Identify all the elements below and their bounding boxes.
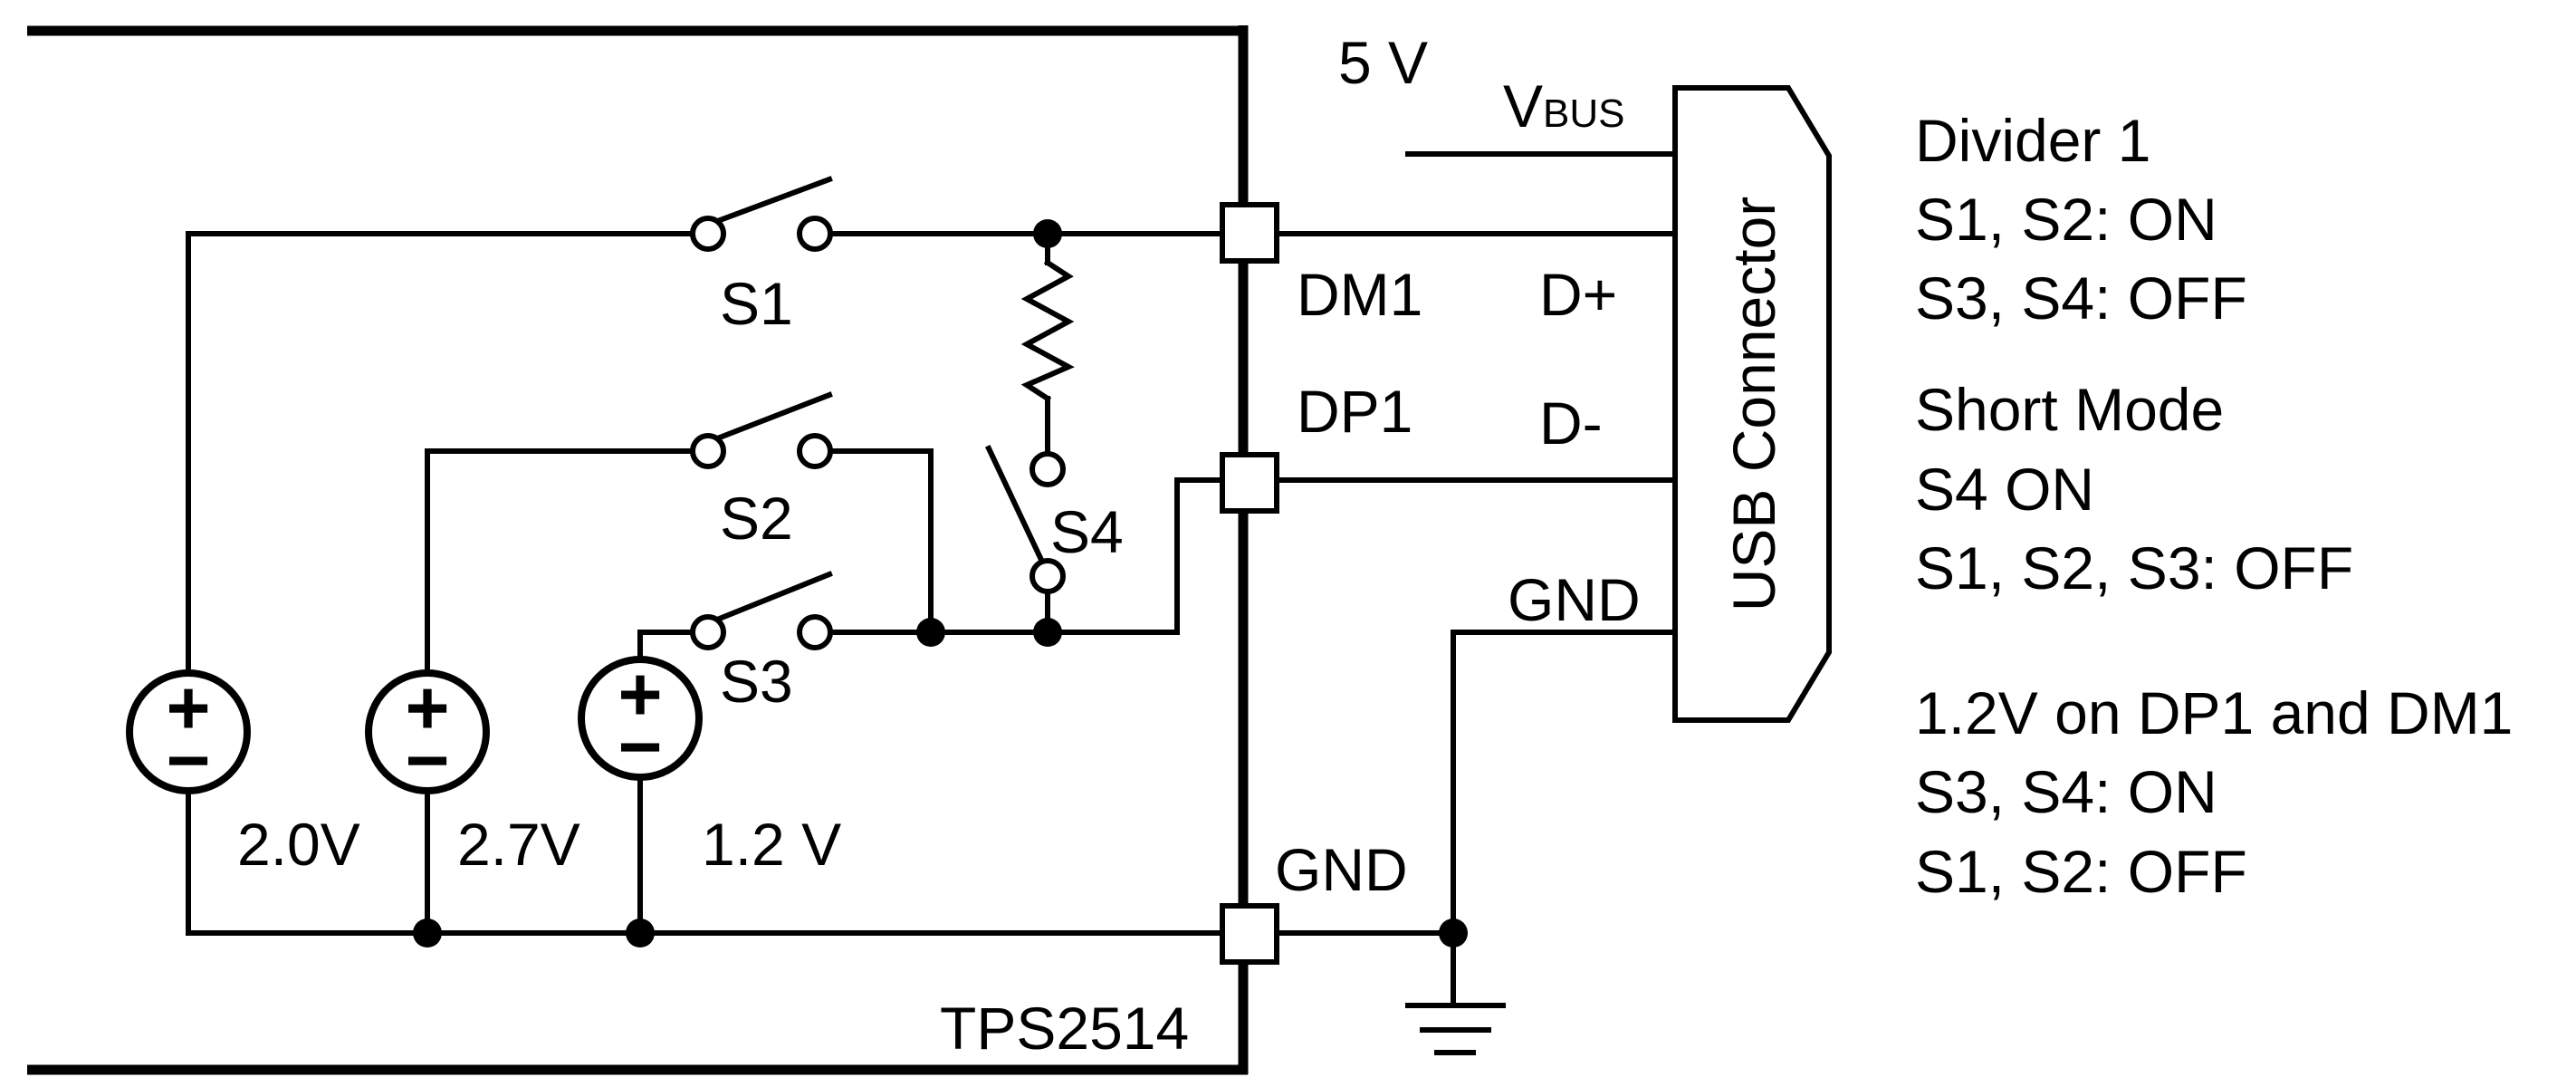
source-label-2v7: 2.7V: [457, 811, 580, 878]
connector-label-d-minus: D-: [1539, 390, 1603, 457]
svg-text:−: −: [166, 717, 210, 803]
note-divider-line1: S1, S2: ON: [1915, 186, 2217, 253]
wires: [186, 151, 1678, 1008]
switch-label-s2: S2: [720, 485, 793, 552]
switch-label-s1: S1: [720, 270, 793, 337]
note-divider-title: Divider 1: [1915, 107, 2150, 174]
svg-text:−: −: [618, 704, 662, 789]
chip-boundary: [27, 25, 1249, 1075]
source-label-1v2: 1.2 V: [702, 811, 841, 878]
voltage-source-2v7: + −: [365, 665, 490, 803]
svg-text:+: +: [618, 651, 662, 736]
note-1v2-line2: S1, S2: OFF: [1915, 838, 2247, 905]
pin-dp1: [1220, 452, 1279, 514]
note-1v2-line1: S3, S4: ON: [1915, 758, 2217, 825]
vbus-label: VBUS: [1503, 72, 1625, 139]
voltage-source-2v0: + −: [126, 665, 251, 803]
source-label-2v0: 2.0V: [237, 811, 360, 878]
note-divider-mode: Divider 1 S1, S2: ON S3, S4: OFF: [1915, 107, 2247, 332]
switch-s2: [690, 391, 833, 469]
pin-label-dp1: DP1: [1297, 378, 1412, 445]
voltage-source-1v2: + −: [578, 651, 703, 789]
note-short-mode: Short Mode S4 ON S1, S2, S3: OFF: [1915, 376, 2353, 601]
pin-label-gnd: GND: [1275, 836, 1408, 903]
note-divider-line2: S3, S4: OFF: [1915, 265, 2247, 332]
note-short-line1: S4 ON: [1915, 456, 2094, 523]
connector-label-gnd: GND: [1508, 566, 1641, 633]
junction-dots: [413, 219, 1468, 948]
switch-s3: [690, 571, 833, 650]
chip-name: TPS2514: [940, 995, 1189, 1062]
ground-icon: [1405, 1003, 1506, 1055]
supply-5v-label: 5 V: [1338, 29, 1428, 96]
pin-dm1: [1220, 202, 1279, 264]
svg-text:+: +: [405, 665, 449, 750]
note-1v2-mode: 1.2V on DP1 and DM1 S3, S4: ON S1, S2: O…: [1915, 679, 2513, 905]
resistor-icon: [1020, 258, 1075, 403]
pin-label-dm1: DM1: [1297, 261, 1422, 328]
note-short-line2: S1, S2, S3: OFF: [1915, 534, 2353, 601]
pin-gnd: [1220, 903, 1279, 965]
note-short-title: Short Mode: [1915, 376, 2224, 443]
usb-connector: [1672, 85, 1832, 723]
svg-text:−: −: [405, 717, 449, 803]
switch-label-s3: S3: [720, 648, 793, 715]
svg-text:+: +: [166, 665, 210, 750]
switch-label-s4: S4: [1050, 498, 1124, 565]
note-1v2-title: 1.2V on DP1 and DM1: [1915, 679, 2513, 746]
switch-s1: [690, 176, 833, 252]
usb-connector-title: USB Connector: [1720, 197, 1787, 612]
connector-label-d-plus: D+: [1539, 261, 1617, 328]
switch-s4: [985, 445, 1066, 594]
